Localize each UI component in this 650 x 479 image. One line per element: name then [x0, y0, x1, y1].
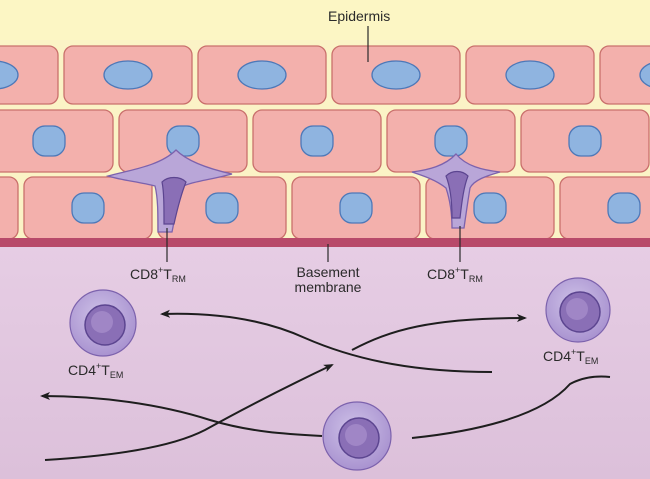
arrow-to-left-lower — [40, 392, 323, 437]
keratinocyte-cell — [0, 176, 19, 240]
cell-nucleus — [639, 62, 650, 88]
keratinocyte-layers — [0, 45, 650, 240]
basement-label-line2: membrane — [294, 279, 362, 296]
cell-nucleus — [568, 125, 602, 157]
cell-nucleus — [103, 60, 153, 90]
arrow-to-left-upper — [160, 309, 493, 373]
epidermis-label: Epidermis — [328, 8, 391, 24]
tem-cell-bottom — [322, 401, 392, 471]
keratinocyte-cell — [599, 45, 650, 105]
arrow-to-right-upper — [351, 314, 527, 351]
trm-cells — [105, 149, 501, 233]
basement-membrane-label: Basement membrane — [288, 264, 368, 296]
cell-nucleus — [237, 60, 287, 90]
cell-nucleus — [473, 192, 507, 224]
cell-nucleus — [0, 60, 19, 90]
cell-nucleus — [71, 192, 105, 224]
trm-nucleus — [445, 170, 469, 219]
cell-nucleus — [166, 125, 200, 157]
cd8-trm-label-left: CD8+TRM — [130, 265, 186, 284]
cell-nucleus — [505, 60, 555, 90]
cell-nucleus — [32, 125, 66, 157]
cd4-tem-label-right: CD4+TEM — [543, 347, 599, 366]
arrow-to-right-lower — [411, 375, 611, 439]
keratinocyte-cell — [0, 45, 59, 105]
tem-cell-right — [545, 277, 611, 343]
basement-membrane — [0, 238, 650, 247]
arrow-up-from-bottom — [44, 364, 334, 461]
cell-nucleus — [339, 192, 373, 224]
basement-label-line1: Basement — [296, 264, 360, 280]
tem-cell-left — [69, 289, 137, 357]
cell-nucleus — [371, 60, 421, 90]
cell-nucleus — [607, 192, 641, 224]
cell-nucleus — [300, 125, 334, 157]
cell-nucleus — [205, 192, 239, 224]
cell-nucleus — [434, 125, 468, 157]
trm-nucleus — [161, 176, 187, 225]
migration-arrows — [40, 309, 611, 461]
cd8-trm-label-right: CD8+TRM — [427, 265, 483, 284]
cd4-tem-label-left: CD4+TEM — [68, 361, 124, 380]
